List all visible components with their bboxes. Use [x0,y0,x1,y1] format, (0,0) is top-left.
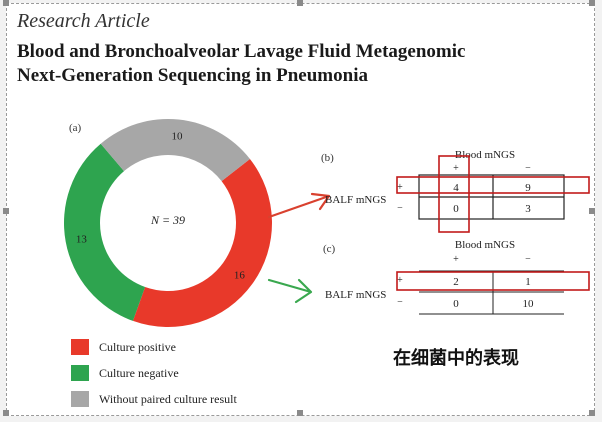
donut-slice-value-label: 13 [76,234,88,246]
table-c-cell: 2 [453,276,459,288]
table-c-col-sign-minus: − [525,254,531,265]
title-line-2: Next-Generation Sequencing in Pneumonia [17,65,368,86]
donut-chart: 16 13 10 [63,119,273,327]
table-b-row-header: BALF mNGS [325,194,386,206]
resize-handle-middle-right[interactable] [589,208,595,214]
table-b-cell: 3 [525,203,531,215]
table-c-cell: 0 [453,298,459,310]
legend-swatch-unpaired [71,391,89,407]
slide-frame: Research Article Blood and Bronchoalveol… [3,0,595,416]
green-arrow [267,278,313,304]
table-c-cell: 1 [525,276,531,288]
donut-slice [63,143,146,321]
resize-handle-top-middle[interactable] [297,0,303,6]
legend-label: Culture negative [99,366,179,380]
table-c-col-sign-plus: + [453,254,459,265]
table-b-cell: 9 [525,182,531,194]
donut-slice [132,158,273,327]
table-b-row-highlight [396,176,590,194]
table-c: (c) Blood mNGS + − BALF mNGS + − 2 1 0 1… [323,239,590,315]
table-b-row-sign-minus: − [397,203,403,214]
article-title: Blood and Bronchoalveolar Lavage Fluid M… [17,40,577,88]
table-b-col-sign-plus: + [453,163,459,174]
table-b-cell: 4 [453,182,459,194]
red-arrow [267,192,331,219]
article-type-label: Research Article [17,10,150,32]
table-b-col-sign-minus: − [525,163,531,174]
legend-label: Without paired culture result [99,392,237,406]
resize-handle-bottom-left[interactable] [3,410,9,416]
resize-handle-top-left[interactable] [3,0,9,6]
table-c-col-header: Blood mNGS [455,239,515,251]
resize-handle-middle-left[interactable] [3,208,9,214]
legend-label: Culture positive [99,340,176,354]
chinese-caption: 在细菌中的表现 [393,348,519,369]
table-b-cell: 0 [453,203,459,215]
donut-slice [100,119,250,182]
table-b-col-highlight [438,155,470,233]
table-c-row-sign-minus: − [397,297,403,308]
resize-handle-bottom-middle[interactable] [297,410,303,416]
table-c-row-sign-plus: + [397,275,403,286]
legend-swatch-negative [71,365,89,381]
donut-center-label: N = 39 [150,213,185,227]
table-c-panel-label: (c) [323,243,336,255]
resize-handle-bottom-right[interactable] [589,410,595,416]
table-b-col-header: Blood mNGS [455,149,515,161]
title-line-1: Blood and Bronchoalveolar Lavage Fluid M… [17,41,466,62]
table-c-row-highlight [396,271,590,291]
donut-panel-label: (a) [69,122,82,134]
donut-slice-value-label: 16 [234,270,246,282]
table-c-cell: 10 [523,298,535,310]
table-b: (b) Blood mNGS + − BALF mNGS + − 4 9 0 3 [321,149,590,233]
donut-slice-value-label: 10 [171,130,183,142]
table-c-row-header: BALF mNGS [325,289,386,301]
table-b-panel-label: (b) [321,152,334,164]
table-b-row-sign-plus: + [397,182,403,193]
legend-swatch-positive [71,339,89,355]
resize-handle-top-right[interactable] [589,0,595,6]
